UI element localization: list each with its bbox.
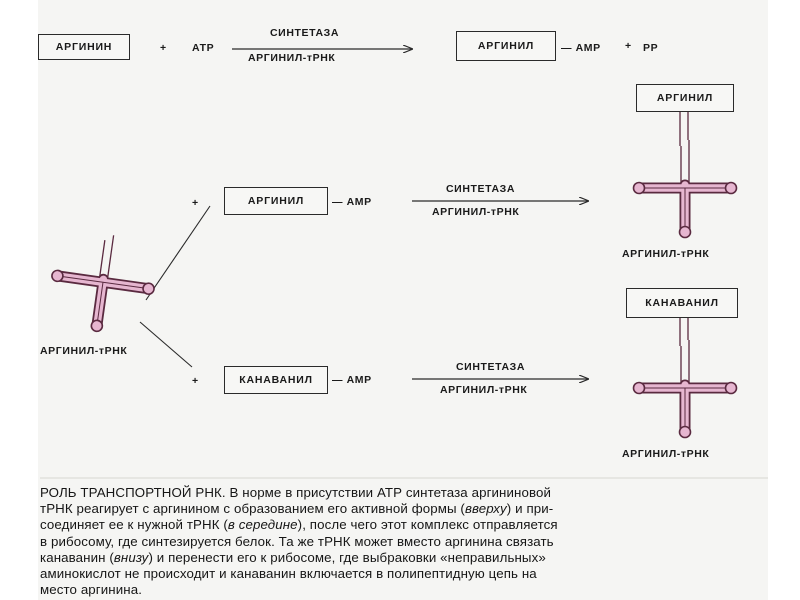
caption-line-3: соединяет ее к нужной тРНК (в середине),… <box>40 517 558 533</box>
figure-caption: РОЛЬ ТРАНСПОРТНОЙ РНК. В норме в присутс… <box>40 485 762 598</box>
trna-left-label: АРГИНИЛ-тРНК <box>40 345 128 357</box>
caption-line-4: в рибосому, где синтезируется белок. Та … <box>40 533 554 549</box>
plus-pp: + <box>625 40 632 52</box>
branch-line-lower <box>139 321 193 368</box>
plus-top: + <box>160 42 167 54</box>
enzyme-bottom-label-2: АРГИНИЛ-тРНК <box>440 384 528 396</box>
canavanyl-box-product: КАНАВАНИЛ <box>626 288 738 318</box>
arginyl-box-middle: АРГИНИЛ <box>224 187 328 215</box>
arginyl-box-top: АРГИНИЛ <box>456 31 556 61</box>
atp-label: АТР <box>192 42 215 54</box>
caption-line-5: канаванин (внизу) и перенести его к рибо… <box>40 549 546 565</box>
amp-bottom: — АМР <box>332 374 372 386</box>
caption-line-2: тРНК реагирует с аргинином с образование… <box>40 501 554 517</box>
enzyme-top-label-2: АРГИНИЛ-тРНК <box>248 52 336 64</box>
pp-label: РР <box>643 42 659 54</box>
plus-bottom: + <box>192 375 199 387</box>
amp-top: — АМР <box>561 42 601 54</box>
trna-bottom-product-icon <box>634 340 737 438</box>
enzyme-middle-label-1: СИНТЕТАЗА <box>446 183 516 195</box>
caption-line-7: место аргинина. <box>40 582 142 598</box>
trna-middle-product-icon <box>634 140 737 238</box>
enzyme-top-label-1: СИНТЕТАЗА <box>270 27 340 39</box>
enzyme-bottom-label-1: СИНТЕТАЗА <box>456 361 526 373</box>
plus-middle: + <box>192 197 199 209</box>
trna-bottom-label: АРГИНИЛ-тРНК <box>622 448 710 460</box>
enzyme-middle-label-2: АРГИНИЛ-тРНК <box>432 206 520 218</box>
trna-left-icon <box>45 228 161 339</box>
arginyl-box-product: АРГИНИЛ <box>636 84 734 112</box>
branch-line-upper <box>145 205 211 301</box>
caption-line-1: РОЛЬ ТРАНСПОРТНОЙ РНК. В норме в присутс… <box>40 485 552 500</box>
amp-middle: — АМР <box>332 196 372 208</box>
arginine-box: АРГИНИН <box>38 34 130 60</box>
canavanyl-box: КАНАВАНИЛ <box>224 366 328 394</box>
trna-middle-label: АРГИНИЛ-тРНК <box>622 248 710 260</box>
caption-line-6: аминокислот не происходит и канаванин вк… <box>40 566 537 582</box>
